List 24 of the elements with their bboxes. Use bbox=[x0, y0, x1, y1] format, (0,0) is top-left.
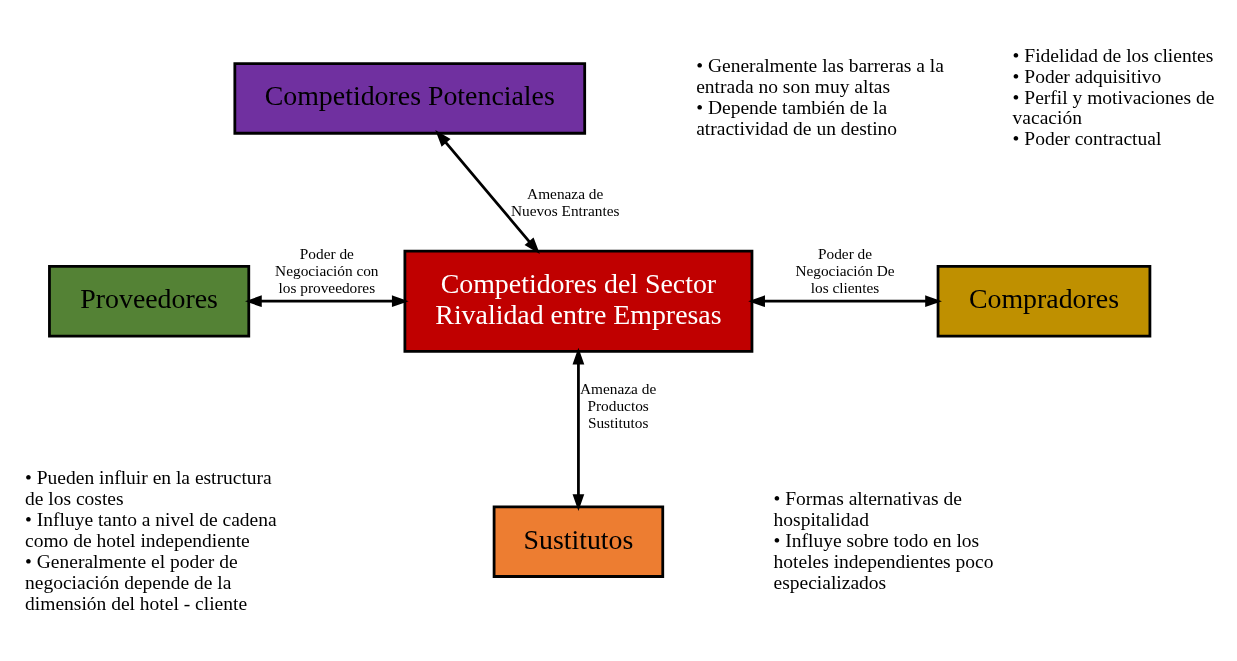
node-label: • Perfil y motivaciones de vacación bbox=[1012, 86, 1215, 129]
node-label: • Fidelidad de los clientes bbox=[1012, 44, 1214, 66]
edge-label: Poder de Negociación De los clientes bbox=[795, 245, 895, 296]
node-label: • Generalmente el poder de negociación depende de la dimensión del hotel - cliente bbox=[25, 550, 248, 614]
node-box: Compradores bbox=[936, 265, 1152, 338]
node-box: Competidores Potenciales bbox=[233, 62, 587, 135]
arrow bbox=[245, 295, 409, 308]
edge-label: Amenaza de Nuevos Entrantes bbox=[510, 185, 620, 219]
edge-label: Amenaza de Productos Sustitutos bbox=[580, 380, 657, 431]
node-label: • Poder adquisitivo bbox=[1012, 65, 1162, 87]
node-label: • Poder contractual bbox=[1012, 128, 1162, 150]
node-box: Competidores del Sector Rivalidad entre Empresas bbox=[403, 249, 754, 353]
node-label: • Formas alternativas de hospitalidad bbox=[773, 488, 962, 530]
node-box: Proveedores bbox=[48, 265, 251, 338]
node-label: • Influye sobre todo en los hoteles independientes poco especializados bbox=[773, 529, 994, 593]
node-label: • Generalmente las barreras a la entrada no son muy altas bbox=[696, 55, 944, 98]
node-label: • Depende también de la atractividad de un destino bbox=[696, 97, 898, 139]
node-label: • Pueden influir en la estructura de los costes bbox=[25, 467, 272, 510]
arrow bbox=[748, 295, 942, 308]
arrow bbox=[572, 347, 585, 511]
arrow bbox=[435, 130, 540, 255]
edge-label: Poder de Negociación con los proveedores bbox=[275, 245, 379, 296]
node-label: • Influye tanto a nivel de cadena como de hotel independiente bbox=[25, 508, 277, 551]
node-box: Sustitutos bbox=[492, 505, 665, 578]
